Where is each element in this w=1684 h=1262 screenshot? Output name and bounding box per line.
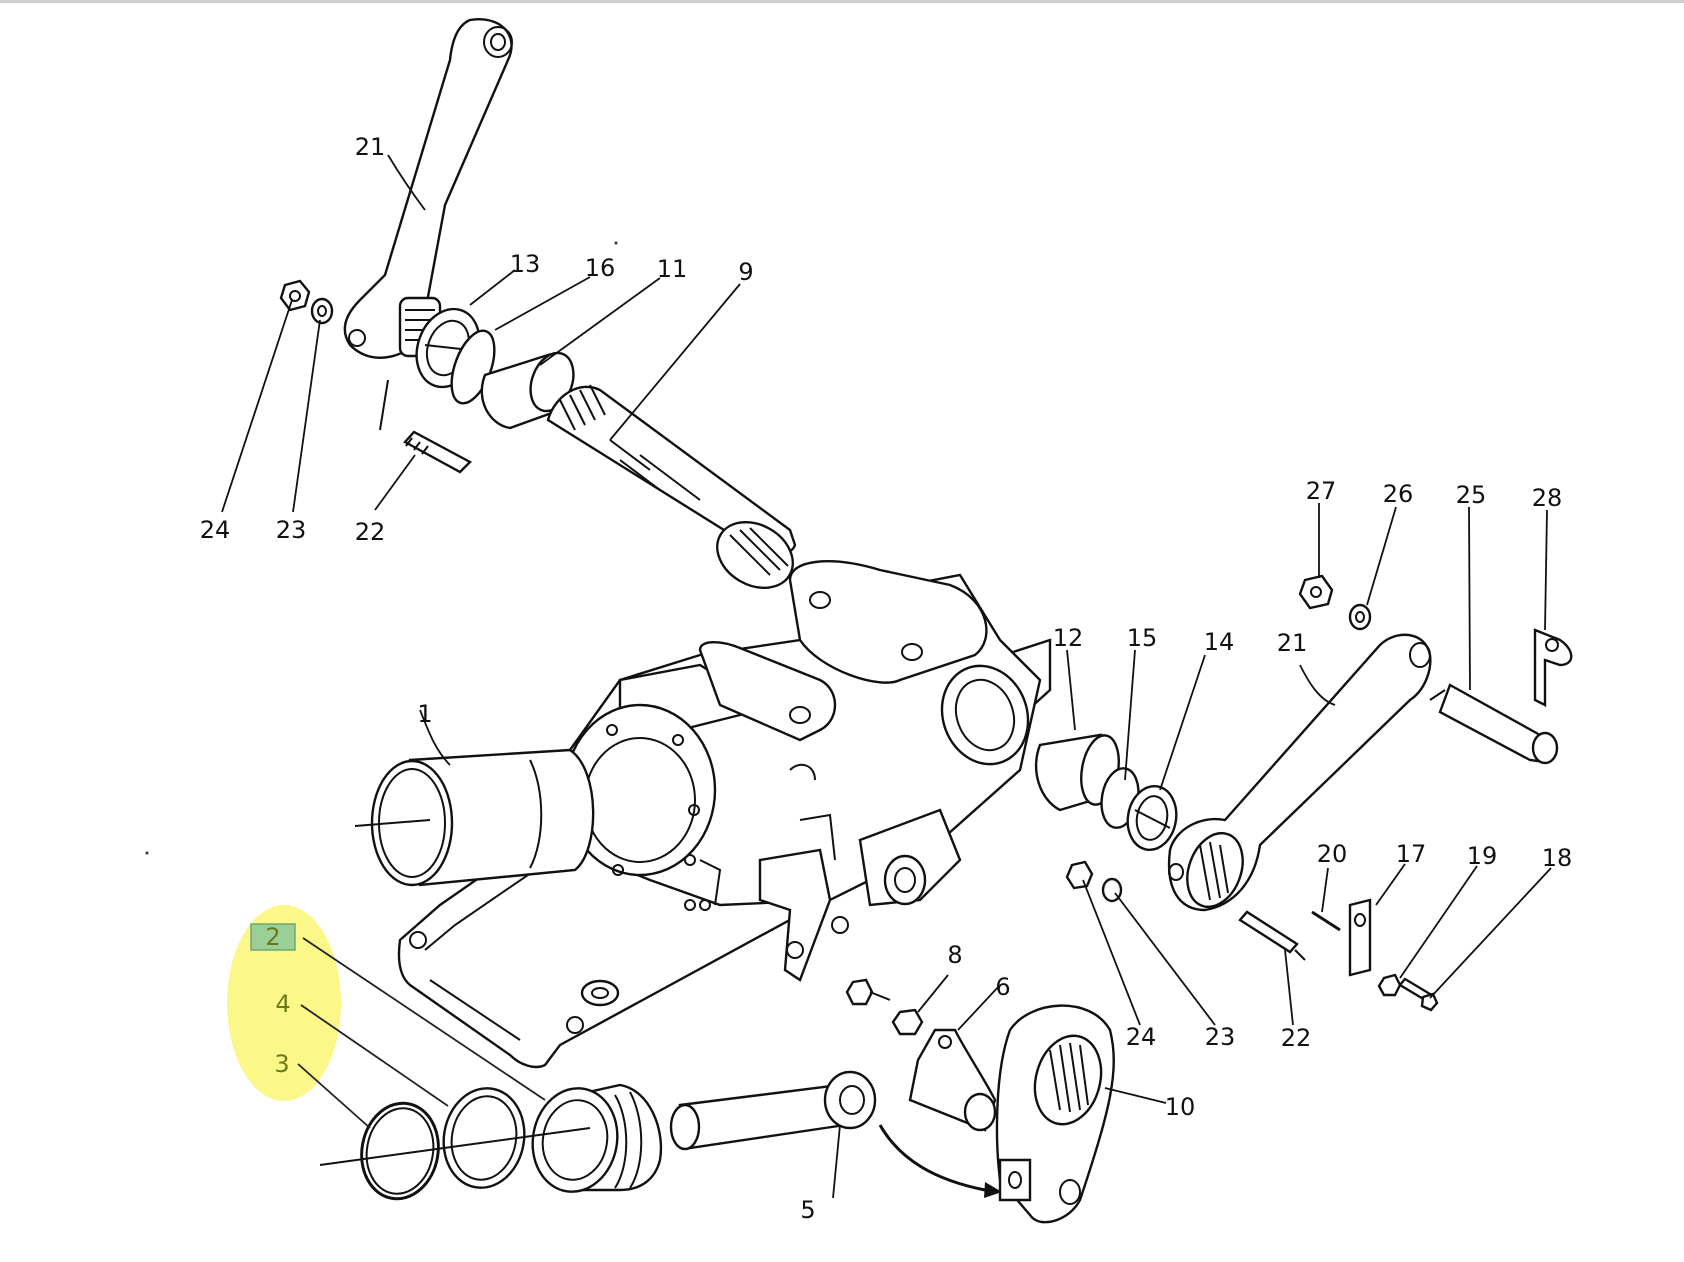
scan-speck xyxy=(145,851,149,855)
callout-11[interactable]: 11 xyxy=(657,255,688,283)
callout-25[interactable]: 25 xyxy=(1456,481,1487,509)
callout-18[interactable]: 18 xyxy=(1542,844,1573,872)
pin-25 xyxy=(1429,683,1559,765)
callout-13[interactable]: 13 xyxy=(510,250,541,278)
screw-20 xyxy=(1311,910,1341,932)
splined-shaft-9 xyxy=(546,384,797,589)
callout-26[interactable]: 26 xyxy=(1383,480,1414,508)
leader-lines xyxy=(221,154,1552,1199)
assembly-arrow xyxy=(878,1124,986,1192)
callout-labels: 2 4 3 1 5 6 8 9 10 11 12 13 14 15 16 17 … xyxy=(200,133,1573,1224)
selected-callout-box[interactable] xyxy=(250,923,296,951)
bolt-22-top xyxy=(379,379,472,474)
callout-24-top[interactable]: 24 xyxy=(200,516,231,544)
nut-24-top xyxy=(279,279,311,312)
bracket-6 xyxy=(908,1028,997,1132)
nut-8 xyxy=(891,1008,924,1036)
nut-24-right xyxy=(1065,860,1094,890)
callout-17[interactable]: 17 xyxy=(1396,840,1427,868)
bolt-8 xyxy=(845,978,891,1006)
lever-arm-right xyxy=(1167,633,1432,912)
ring-3 xyxy=(360,1101,440,1201)
callout-28[interactable]: 28 xyxy=(1532,484,1563,512)
connecting-rod-5 xyxy=(669,1070,877,1151)
cylinder-sleeve-1 xyxy=(354,748,595,887)
callout-12[interactable]: 12 xyxy=(1053,624,1084,652)
callout-2[interactable]: 2 xyxy=(265,923,280,951)
scan-speck xyxy=(614,241,618,245)
callout-23-top[interactable]: 23 xyxy=(276,516,307,544)
callout-10[interactable]: 10 xyxy=(1165,1093,1196,1121)
piston-centerline xyxy=(319,1127,591,1166)
callout-highlight xyxy=(227,905,341,1101)
callout-3[interactable]: 3 xyxy=(274,1050,289,1078)
callout-1[interactable]: 1 xyxy=(417,700,432,728)
nut-27 xyxy=(1298,574,1334,610)
main-housing-1 xyxy=(397,560,1052,1069)
callout-22-right[interactable]: 22 xyxy=(1281,1024,1312,1052)
callout-16[interactable]: 16 xyxy=(585,254,616,282)
callout-5[interactable]: 5 xyxy=(800,1196,815,1224)
callout-9[interactable]: 9 xyxy=(738,258,753,286)
washer-26 xyxy=(1348,603,1372,631)
callout-27[interactable]: 27 xyxy=(1306,477,1337,505)
ring-4 xyxy=(442,1087,526,1189)
piston-2 xyxy=(531,1083,663,1193)
bolt-18 xyxy=(1398,977,1439,1012)
callout-23-right[interactable]: 23 xyxy=(1205,1023,1236,1051)
callout-6[interactable]: 6 xyxy=(995,973,1010,1001)
callout-21-top[interactable]: 21 xyxy=(355,133,386,161)
callout-15[interactable]: 15 xyxy=(1127,624,1158,652)
bolt-22-right xyxy=(1238,910,1306,961)
callout-24-right[interactable]: 24 xyxy=(1126,1023,1157,1051)
washer-23-top xyxy=(310,297,334,325)
crank-arm-10 xyxy=(995,1004,1115,1224)
callout-4[interactable]: 4 xyxy=(275,990,290,1018)
lever-arm-left xyxy=(343,18,513,359)
callout-8[interactable]: 8 xyxy=(947,941,962,969)
window-top-border xyxy=(0,0,1684,3)
callout-19[interactable]: 19 xyxy=(1467,842,1498,870)
seal-ring-14 xyxy=(1126,785,1178,851)
nut-19 xyxy=(1377,973,1402,997)
clevis-28 xyxy=(1533,628,1573,707)
callout-21-right[interactable]: 21 xyxy=(1277,629,1308,657)
plate-17 xyxy=(1348,898,1372,977)
callout-14[interactable]: 14 xyxy=(1204,628,1235,656)
assembly-arrowhead xyxy=(984,1182,1002,1198)
callout-22-top[interactable]: 22 xyxy=(355,518,386,546)
callout-20[interactable]: 20 xyxy=(1317,840,1348,868)
